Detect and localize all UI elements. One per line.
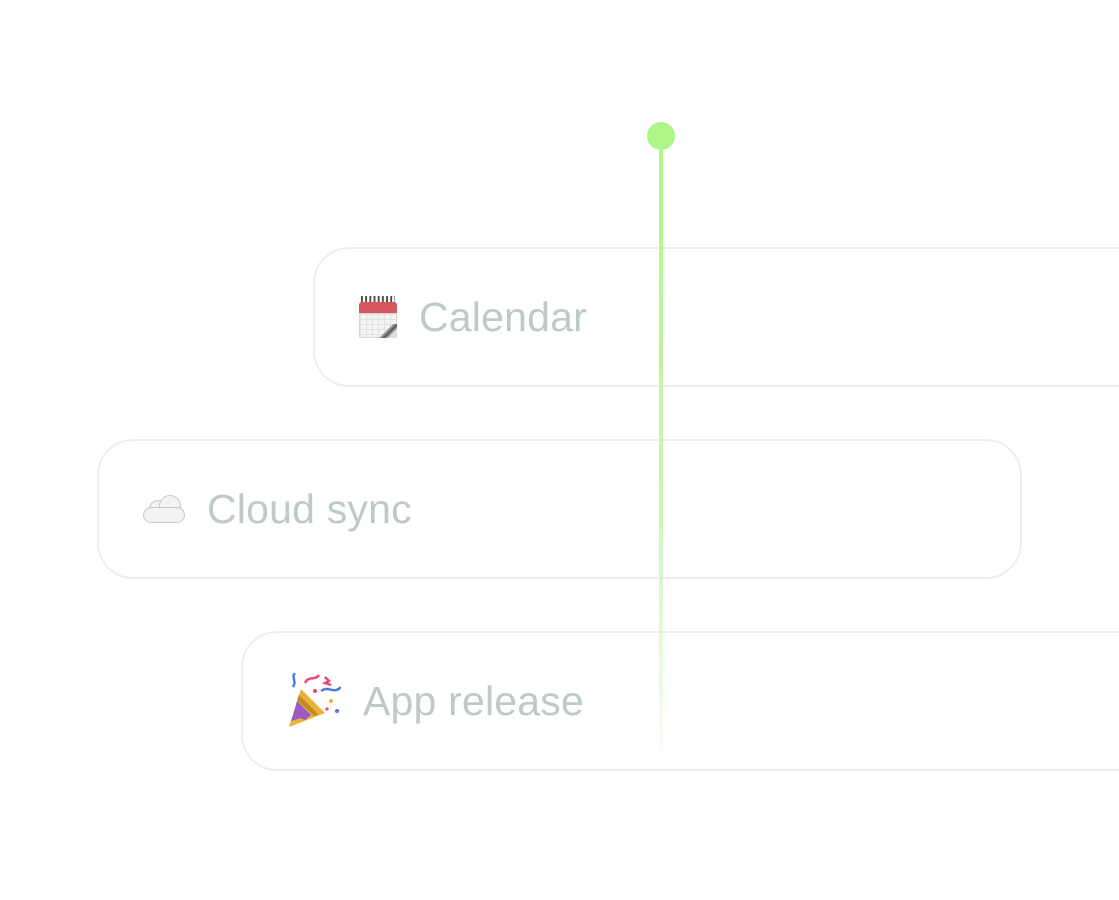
timeline-marker-dot[interactable] [647,122,675,150]
timeline-item-calendar[interactable]: Calendar [313,247,1119,387]
timeline-item-label: Calendar [419,293,587,340]
cloud-icon [141,495,185,523]
timeline-item-cloud-sync[interactable]: Cloud sync [97,439,1022,579]
timeline-line [659,136,663,752]
party-popper-icon [285,673,341,729]
timeline-item-app-release[interactable]: App release [241,631,1119,771]
timeline-item-label: App release [363,677,585,724]
calendar-icon [359,296,397,338]
timeline-item-label: Cloud sync [207,485,412,532]
